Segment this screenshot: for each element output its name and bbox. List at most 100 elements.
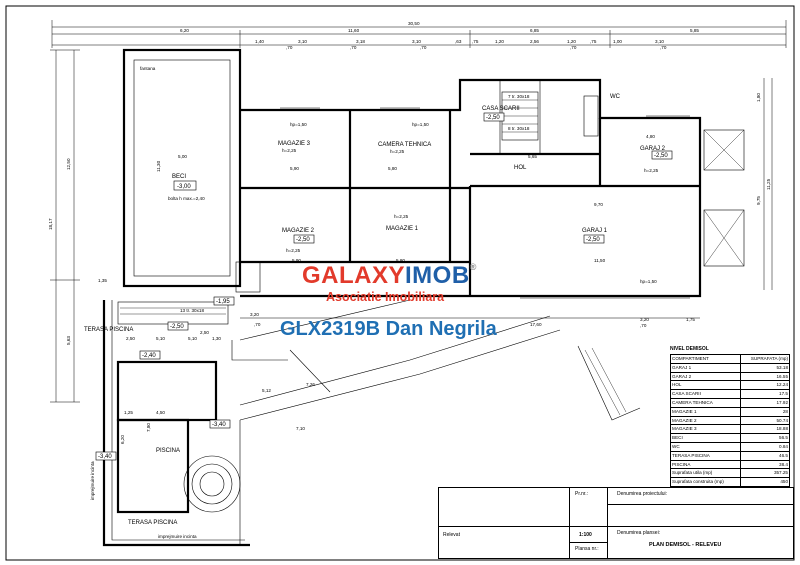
dim-top-3: 6,85 bbox=[530, 28, 539, 33]
dim-beci-w: 5,00 bbox=[178, 154, 187, 159]
beci-note: bolta h max.=2,40 bbox=[168, 196, 205, 201]
row-name: MAGAZIE 2 bbox=[671, 416, 741, 425]
dim-pool-3: 7,80 bbox=[146, 423, 151, 432]
dim-pool-4: 6,20 bbox=[120, 435, 125, 444]
dim-top-1: 6,20 bbox=[180, 28, 189, 33]
label-imprejmuire-1: imprejmuire incinta bbox=[90, 461, 95, 500]
dim-terrace-1: 2,50 bbox=[126, 336, 135, 341]
label-garaj2: GARAJ 2 bbox=[640, 146, 666, 152]
drawing-name-label: Denumirea plansei: bbox=[617, 530, 661, 536]
row-area: 50.74 bbox=[776, 417, 789, 423]
row-area: 17.5 bbox=[779, 391, 788, 397]
top-dimensions: 30,50 6,20 11,60 6,85 5,85 1,40 3,10 3,1… bbox=[51, 20, 787, 50]
dim-row2-3: 3,18 bbox=[356, 39, 365, 44]
area-table-caption: NIVEL DEMISOL bbox=[670, 346, 709, 352]
dim-pool-6: 5,12 bbox=[262, 388, 271, 393]
dim-row2-8: 2,56 bbox=[530, 39, 539, 44]
room-labels: fantana BECI -3,00 bolta h max.=2,40 5,0… bbox=[84, 66, 673, 539]
dim-terrace-5: 2,50 bbox=[200, 330, 209, 335]
dim-mag3-w: 5,90 bbox=[290, 166, 299, 171]
dim-row2-12: 3,10 bbox=[655, 39, 664, 44]
dim-left-lower: 5,63 bbox=[66, 336, 71, 345]
scale-label: 1:100 bbox=[579, 532, 592, 538]
level-garaj2: -2,50 bbox=[654, 153, 668, 159]
dim-pool-2: 1,25 bbox=[124, 410, 133, 415]
table-row: MAGAZIE 1 28 bbox=[671, 407, 789, 417]
label-garaj1: GARAJ 1 bbox=[582, 228, 608, 234]
label-magazie3: MAGAZIE 3 bbox=[278, 141, 311, 147]
table-header: COMPARTIMENT SUPRAFATA (mp) bbox=[671, 355, 789, 364]
dim-row2-small-2: ,70 bbox=[350, 45, 357, 50]
hp-garaj1: hp=1,50 bbox=[640, 279, 657, 284]
dim-row2-small-1: ,70 bbox=[286, 45, 293, 50]
row-name: HOL bbox=[671, 381, 741, 390]
row-name: Suprafata construita (mp) bbox=[671, 478, 741, 486]
level-garaj1: -2,50 bbox=[586, 237, 600, 243]
dim-row2-7: 1,20 bbox=[495, 39, 504, 44]
stairs-label-2: 8 tr. 30x18 bbox=[508, 126, 530, 131]
row-name: MAGAZIE 1 bbox=[671, 407, 741, 416]
dim-bottom-1: 3,20 bbox=[250, 312, 259, 317]
right-dimensions: 1,80 11,25 9,75 bbox=[756, 78, 773, 290]
label-magazie1: MAGAZIE 1 bbox=[386, 226, 419, 232]
row-name: CASA SCARII bbox=[671, 390, 741, 398]
header-suprafata: SUPRAFATA (mp) bbox=[750, 356, 788, 361]
logo-reg: ® bbox=[469, 262, 477, 272]
row-area: 357.25 bbox=[773, 470, 788, 476]
row-area: 46.5 bbox=[779, 452, 788, 458]
plan-title: PLAN DEMISOL - RELEVEU bbox=[649, 542, 722, 548]
row-name: GARAJ 2 bbox=[671, 372, 741, 381]
dim-pool-1: 4,50 bbox=[156, 410, 165, 415]
dim-mag1-w: 5,80 bbox=[396, 258, 405, 263]
dim-bottom-2: 17,60 bbox=[530, 322, 542, 327]
label-camera-tehnica: CAMERA TEHNICA bbox=[378, 142, 431, 148]
dim-beci-h: 11,30 bbox=[156, 160, 161, 172]
plansa-nr-label: Plansa nr.: bbox=[575, 546, 599, 552]
label-piscina: PISCINA bbox=[156, 448, 180, 454]
dim-row2-4: 3,10 bbox=[412, 39, 421, 44]
dim-total-top: 30,50 bbox=[408, 21, 420, 26]
dim-row2-6: ,75 bbox=[472, 39, 479, 44]
row-area: 38.4 bbox=[779, 461, 788, 467]
h-camera-tehnica: h=2,25 bbox=[390, 149, 405, 154]
row-area: 56.5 bbox=[779, 435, 788, 441]
label-fantana: fantana bbox=[140, 66, 156, 71]
table-row-total: Suprafata construita (mp)450 bbox=[671, 478, 789, 486]
sheet-border bbox=[5, 5, 795, 561]
row-area: 12.24 bbox=[776, 382, 789, 388]
dim-pool-5: 7,10 bbox=[296, 426, 305, 431]
row-name: CAMERA TEHNICA bbox=[671, 398, 741, 407]
level-195: -1,95 bbox=[216, 299, 230, 305]
dim-right-1125: 11,25 bbox=[766, 178, 771, 190]
dim-row2-11: 1,00 bbox=[613, 39, 622, 44]
pr-nr-label: Pr.nr.: bbox=[575, 491, 589, 497]
label-hol: HOL bbox=[514, 165, 527, 171]
dim-left-upper: 12,50 bbox=[66, 158, 71, 170]
dim-terrace-4: 1,30 bbox=[212, 336, 221, 341]
stairs-label-3: 13 tr. 30x18 bbox=[180, 308, 204, 313]
dim-bottom-4: 1,75 bbox=[686, 317, 695, 322]
dim-hol-w: 5,65 bbox=[528, 154, 537, 159]
h-garaj2: h=2,25 bbox=[644, 168, 659, 173]
row-name: GARAJ 1 bbox=[671, 363, 741, 372]
label-magazie2: MAGAZIE 2 bbox=[282, 228, 315, 234]
level-340b: -3,40 bbox=[98, 454, 112, 460]
row-area: 18.88 bbox=[776, 426, 789, 432]
table-row: CASA SCARII 17.5 bbox=[671, 390, 789, 399]
dim-bottom-small-2: ,70 bbox=[640, 323, 647, 328]
level-340a: -3,40 bbox=[212, 422, 226, 428]
dim-row2-2: 3,10 bbox=[298, 39, 307, 44]
logo-part-b: IMOB bbox=[405, 262, 470, 289]
h-magazie2: h=2,25 bbox=[286, 248, 301, 253]
dim-terrace-2: 5,10 bbox=[156, 336, 165, 341]
bottom-dimensions: 3,20 17,60 3,20 1,75 ,70 ,70 2,50 5,10 5… bbox=[120, 312, 700, 444]
h-magazie1: h=2,25 bbox=[394, 214, 409, 219]
level-240: -2,40 bbox=[142, 353, 156, 359]
dim-garaj2-w: 4,80 bbox=[646, 134, 655, 139]
dim-top-2: 11,60 bbox=[348, 28, 360, 33]
row-area: 28 bbox=[782, 408, 788, 414]
